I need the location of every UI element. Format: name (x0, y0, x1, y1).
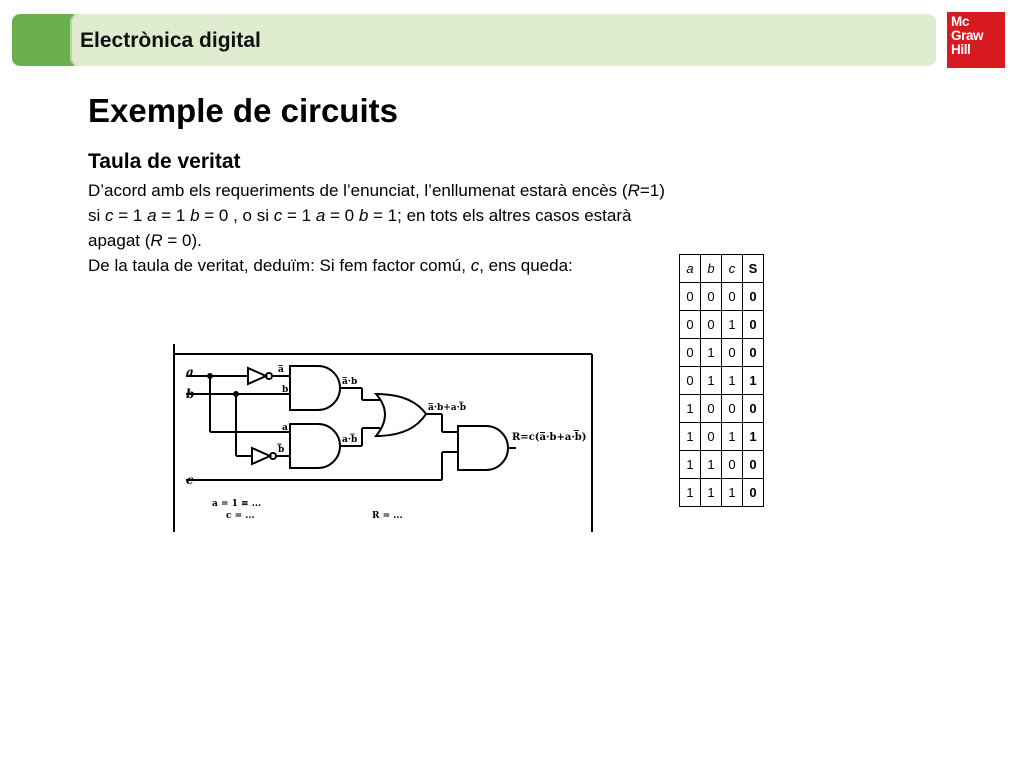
paragraph-line: De la taula de veritat, deduïm: Si fem f… (88, 256, 573, 275)
or-output-label: a̅·b+a·b̅ (428, 401, 466, 413)
truth-table-cell: 1 (679, 450, 701, 479)
header-tab (72, 14, 936, 66)
truth-table-cell: 0 (700, 394, 722, 423)
paragraph-line: si c = 1 a = 1 b = 0 , o si c = 1 a = 0 … (88, 206, 632, 225)
truth-table-cell: 0 (679, 310, 701, 339)
truth-table-cell: 1 (679, 478, 701, 507)
truth-table-cell: 0 (700, 310, 722, 339)
truth-table-cell: 0 (721, 450, 743, 479)
truth-table-cell: 1 (679, 394, 701, 423)
truth-table-cell: 1 (700, 450, 722, 479)
header-title: Electrònica digital (80, 29, 261, 52)
circuit-input-a: a (186, 365, 194, 379)
logo-line: Hill (951, 42, 971, 57)
truth-table-cell: 0 (742, 310, 764, 339)
paragraph-line: apagat (R = 0). (88, 231, 202, 250)
truth-table-cell: 1 (742, 422, 764, 451)
truth-table-cell: 1 (700, 478, 722, 507)
truth-table-cell: 0 (679, 366, 701, 395)
truth-table-cell: 0 (721, 338, 743, 367)
truth-table-header-row: a b c S (679, 254, 764, 283)
paragraph-line: D’acord amb els requeriments de l’enunci… (88, 181, 665, 200)
page-title: Exemple de circuits (88, 92, 398, 129)
truth-table-cell: 0 (742, 338, 764, 367)
truth-table-cell: 0 (742, 478, 764, 507)
truth-table-cell: 0 (742, 450, 764, 479)
truth-table-cell: 1 (721, 478, 743, 507)
truth-table-cell: 1 (721, 310, 743, 339)
truth-table-cell: 1 (721, 366, 743, 395)
truth-table-cell: 0 (721, 282, 743, 311)
and2-input-label: a (282, 423, 288, 433)
logo-line: Mc (951, 14, 969, 29)
final-output-label: R=c(a̅·b+a·b̅) (512, 431, 587, 443)
and1-input-label: a̅ (278, 365, 284, 375)
logo-line: Graw (951, 28, 984, 43)
and1-input-label: b (282, 385, 288, 395)
logic-circuit-diagram: a b c a̅ b a̅·b a b̅ a·b̅ a̅·b+a·b̅ R=c(… (173, 344, 593, 532)
body-text: D’acord amb els requeriments de l’enunci… (88, 178, 788, 278)
truth-table-cell: 0 (721, 394, 743, 423)
truth-table-header: S (742, 254, 764, 283)
truth-table-header: c (721, 254, 743, 283)
truth-table-header: b (700, 254, 722, 283)
and2-input-label: b̅ (277, 443, 285, 455)
circuit-input-b: b (186, 387, 194, 401)
truth-table-cell: 1 (742, 366, 764, 395)
truth-table-cell: 0 (679, 338, 701, 367)
header-accent (12, 14, 74, 66)
mcgraw-hill-logo: Mc Graw Hill (947, 12, 1005, 68)
circuit-note: R = ... (372, 511, 403, 521)
truth-table-cell: 1 (721, 422, 743, 451)
truth-table-cell: 0 (700, 422, 722, 451)
truth-table-cell: 0 (679, 282, 701, 311)
section-title: Taula de veritat (88, 150, 241, 173)
circuit-note: a = 1 ≡ ... (212, 499, 261, 509)
and2-output-label: a·b̅ (342, 433, 357, 445)
and1-output-label: a̅·b (342, 377, 357, 387)
truth-table-cell: 0 (742, 282, 764, 311)
truth-table-cell: 0 (700, 282, 722, 311)
truth-table-cell: 1 (700, 366, 722, 395)
truth-table-header: a (679, 254, 701, 283)
truth-table-cell: 0 (742, 394, 764, 423)
circuit-input-c: c (186, 473, 194, 487)
circuit-note: c = ... (226, 511, 255, 521)
truth-table-cell: 1 (700, 338, 722, 367)
truth-table-cell: 1 (679, 422, 701, 451)
